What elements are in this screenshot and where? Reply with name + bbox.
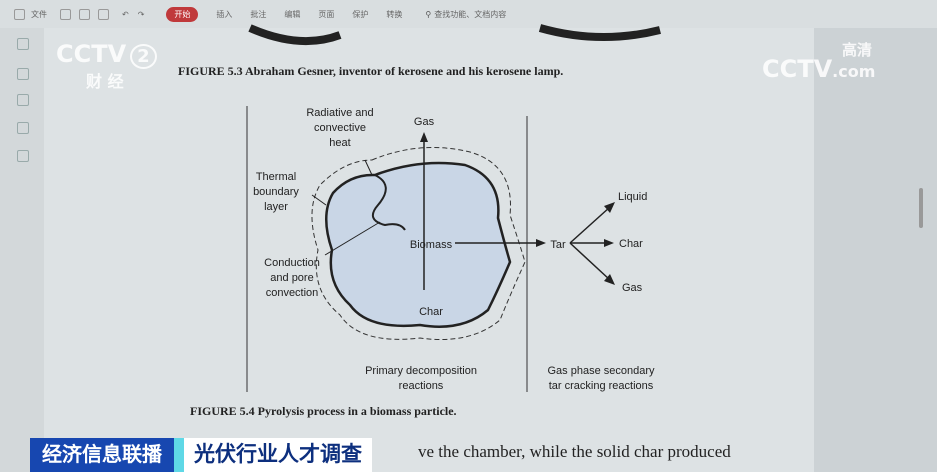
label-thermal: boundary (253, 186, 299, 198)
thumbnail-icon[interactable] (17, 38, 29, 50)
attachment-icon[interactable] (17, 122, 29, 134)
search-input[interactable]: 查找功能、文档内容 (434, 9, 507, 19)
print-icon[interactable] (98, 8, 109, 20)
signature-icon[interactable] (17, 150, 29, 162)
label-primary: reactions (399, 380, 444, 392)
file-menu[interactable]: 文件 (31, 9, 47, 19)
boundary-layer (311, 147, 526, 341)
label-thermal: layer (264, 201, 288, 213)
tab-page[interactable]: 页面 (318, 9, 335, 19)
label-char-right: Char (619, 238, 643, 250)
label-thermal: Thermal (256, 171, 296, 183)
open-icon[interactable] (60, 8, 71, 20)
label-secondary: Gas phase secondary (547, 365, 655, 377)
label-char: Char (419, 306, 443, 318)
comment-icon[interactable] (17, 94, 29, 106)
tab-home[interactable]: 开始 (166, 6, 199, 22)
figure-5-4-caption: FIGURE 5.4 Pyrolysis process in a biomas… (190, 404, 457, 418)
headline: 光伏行业人才调查 (174, 438, 372, 472)
figure-5-3-caption: FIGURE 5.3 Abraham Gesner, inventor of k… (178, 64, 564, 78)
label-conduction: and pore (270, 272, 313, 284)
right-panel (814, 28, 937, 472)
tab-annotate[interactable]: 批注 (250, 9, 267, 19)
tab-convert[interactable]: 转换 (386, 9, 403, 19)
label-conduction: convection (266, 287, 319, 299)
label-secondary: tar cracking reactions (549, 380, 654, 392)
label-gas-right: Gas (622, 282, 643, 294)
label-radiative: Radiative and (306, 107, 373, 119)
tab-protect[interactable]: 保护 (352, 9, 369, 19)
bookmark-icon[interactable] (17, 68, 29, 80)
news-ticker: 经济信息联播 光伏行业人才调查 (30, 438, 372, 472)
scrollbar[interactable] (919, 188, 923, 228)
label-primary: Primary decomposition (365, 365, 477, 377)
program-name: 经济信息联播 (30, 438, 174, 472)
body-text: ve the chamber, while the solid char pro… (418, 442, 731, 461)
label-biomass: Biomass (410, 239, 453, 251)
label-liquid: Liquid (618, 191, 647, 203)
label-gas-top: Gas (414, 116, 435, 128)
undo-icon[interactable]: ↶ (122, 9, 129, 19)
lamp-image-fragment (538, 24, 661, 41)
label-radiative: heat (329, 137, 350, 149)
tab-insert[interactable]: 插入 (216, 9, 233, 19)
tab-edit[interactable]: 编辑 (284, 9, 301, 19)
label-tar: Tar (550, 239, 566, 251)
lamp-image-fragment (248, 24, 342, 46)
toolbar: 文件 ↶ ↷ 开始 插入 批注 编辑 页面 保护 转换 ⚲ 查找功能、文档内容 (0, 0, 937, 28)
redo-icon[interactable]: ↷ (137, 9, 145, 19)
label-radiative: convective (314, 122, 366, 134)
sidebar (0, 28, 44, 472)
label-conduction: Conduction (264, 257, 320, 269)
biomass-particle (325, 161, 512, 328)
menu-icon[interactable] (14, 8, 25, 20)
save-icon[interactable] (79, 8, 90, 20)
search-icon[interactable]: ⚲ (425, 9, 432, 19)
